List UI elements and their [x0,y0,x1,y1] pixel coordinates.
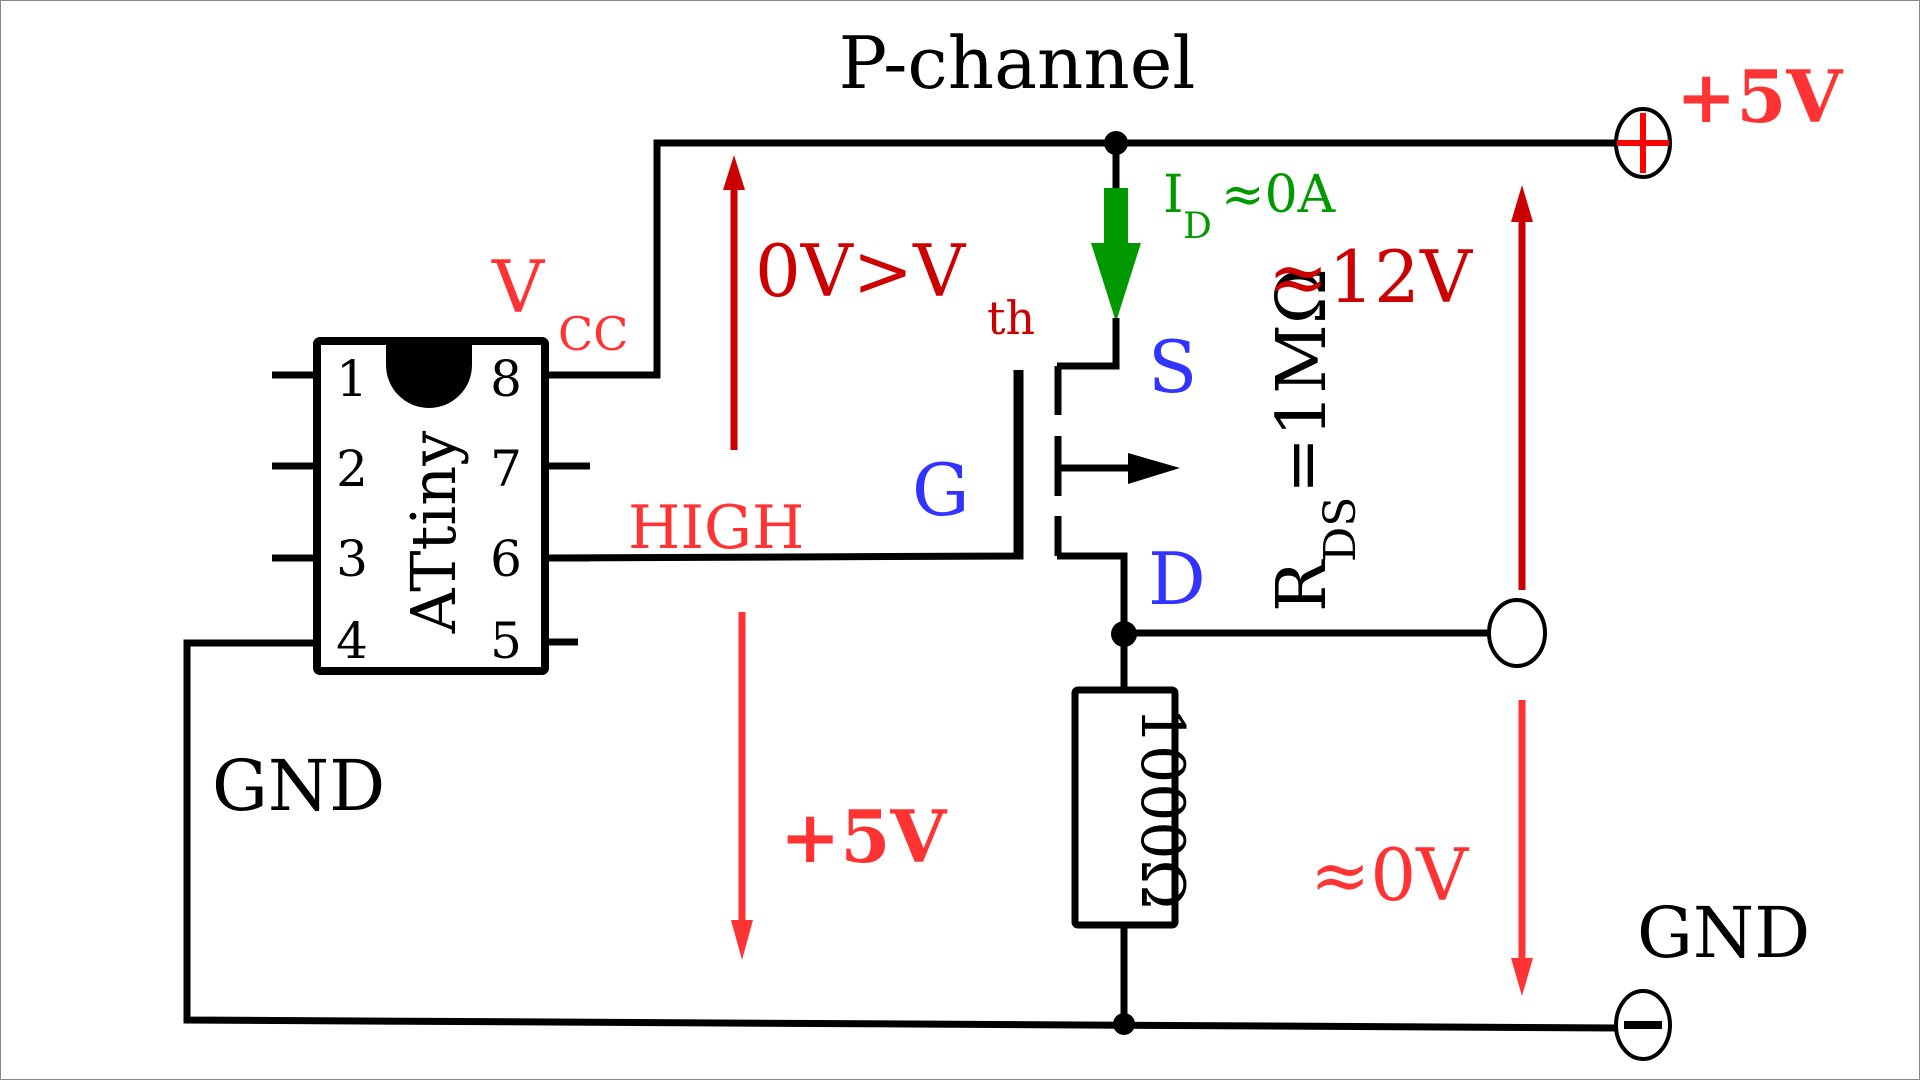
output-terminal-icon[interactable] [1487,598,1547,668]
wire-top-rail [544,139,1622,379]
plus-terminal-icon[interactable] [1614,107,1672,179]
vcc-subscript: CC [558,307,628,361]
vgs-arrow-down [731,612,753,960]
gnd-left-label: GND [212,745,385,827]
mosfet-symbol [1013,366,1135,633]
rds-value: =1MΩ [1263,268,1342,494]
ic-pin-2-label: 2 [336,440,368,498]
wire-drain [1057,552,1128,633]
vgs-label: 0V>V [755,229,967,313]
ic-name: ATtiny [397,431,470,634]
junction-bottom [1113,1013,1135,1035]
rds-label: R [1263,559,1342,612]
id-label: I [1163,165,1184,225]
gate-signal-label: HIGH [628,493,804,563]
vgs-lower-label: +5V [780,794,947,879]
wire-gate [547,370,1024,562]
supply-gnd-label: GND [1637,892,1810,974]
vds-label: ≈12V [1268,235,1474,319]
vgs-arrow-up [723,155,745,450]
vout-label: ≈0V [1310,833,1470,917]
diagram-title: P-channel [839,21,1196,105]
ic-pin-6-label: 6 [490,530,522,588]
ic-pins [272,371,590,646]
resistor-label: 1000Ω [1127,707,1197,909]
ic-body [313,337,549,675]
ic-pin-5-label: 5 [490,612,522,670]
ic-pin-8-label: 8 [490,350,522,408]
rds-subscript: DS [1315,497,1366,562]
mosfet-body-arrow-icon [1128,453,1180,484]
current-arrow [1091,188,1141,322]
pin-source-label: S [1148,325,1197,409]
minus-terminal-icon[interactable] [1614,989,1672,1061]
vcc-label: V [491,245,546,329]
vgs-subscript: th [987,291,1035,345]
id-value: ≈0A [1221,165,1337,225]
id-subscript: D [1183,206,1212,247]
ic-pin-1-label: 1 [336,350,368,408]
pin-gate-label: G [912,448,970,532]
ic-notch-icon [386,345,472,408]
rds-label-group: R DS =1MΩ [1263,268,1366,612]
vds-arrow-up [1511,185,1533,590]
wire-source [1057,318,1120,370]
pin-drain-label: D [1148,537,1206,621]
ic-pin-4-label: 4 [336,612,368,670]
wire-gnd-rail [183,639,1619,1032]
ic-pin-3-label: 3 [336,530,368,588]
ic-pin-7-label: 7 [490,440,522,498]
vout-arrow-down [1511,700,1533,996]
supply-plus-label: +5V [1676,54,1843,139]
